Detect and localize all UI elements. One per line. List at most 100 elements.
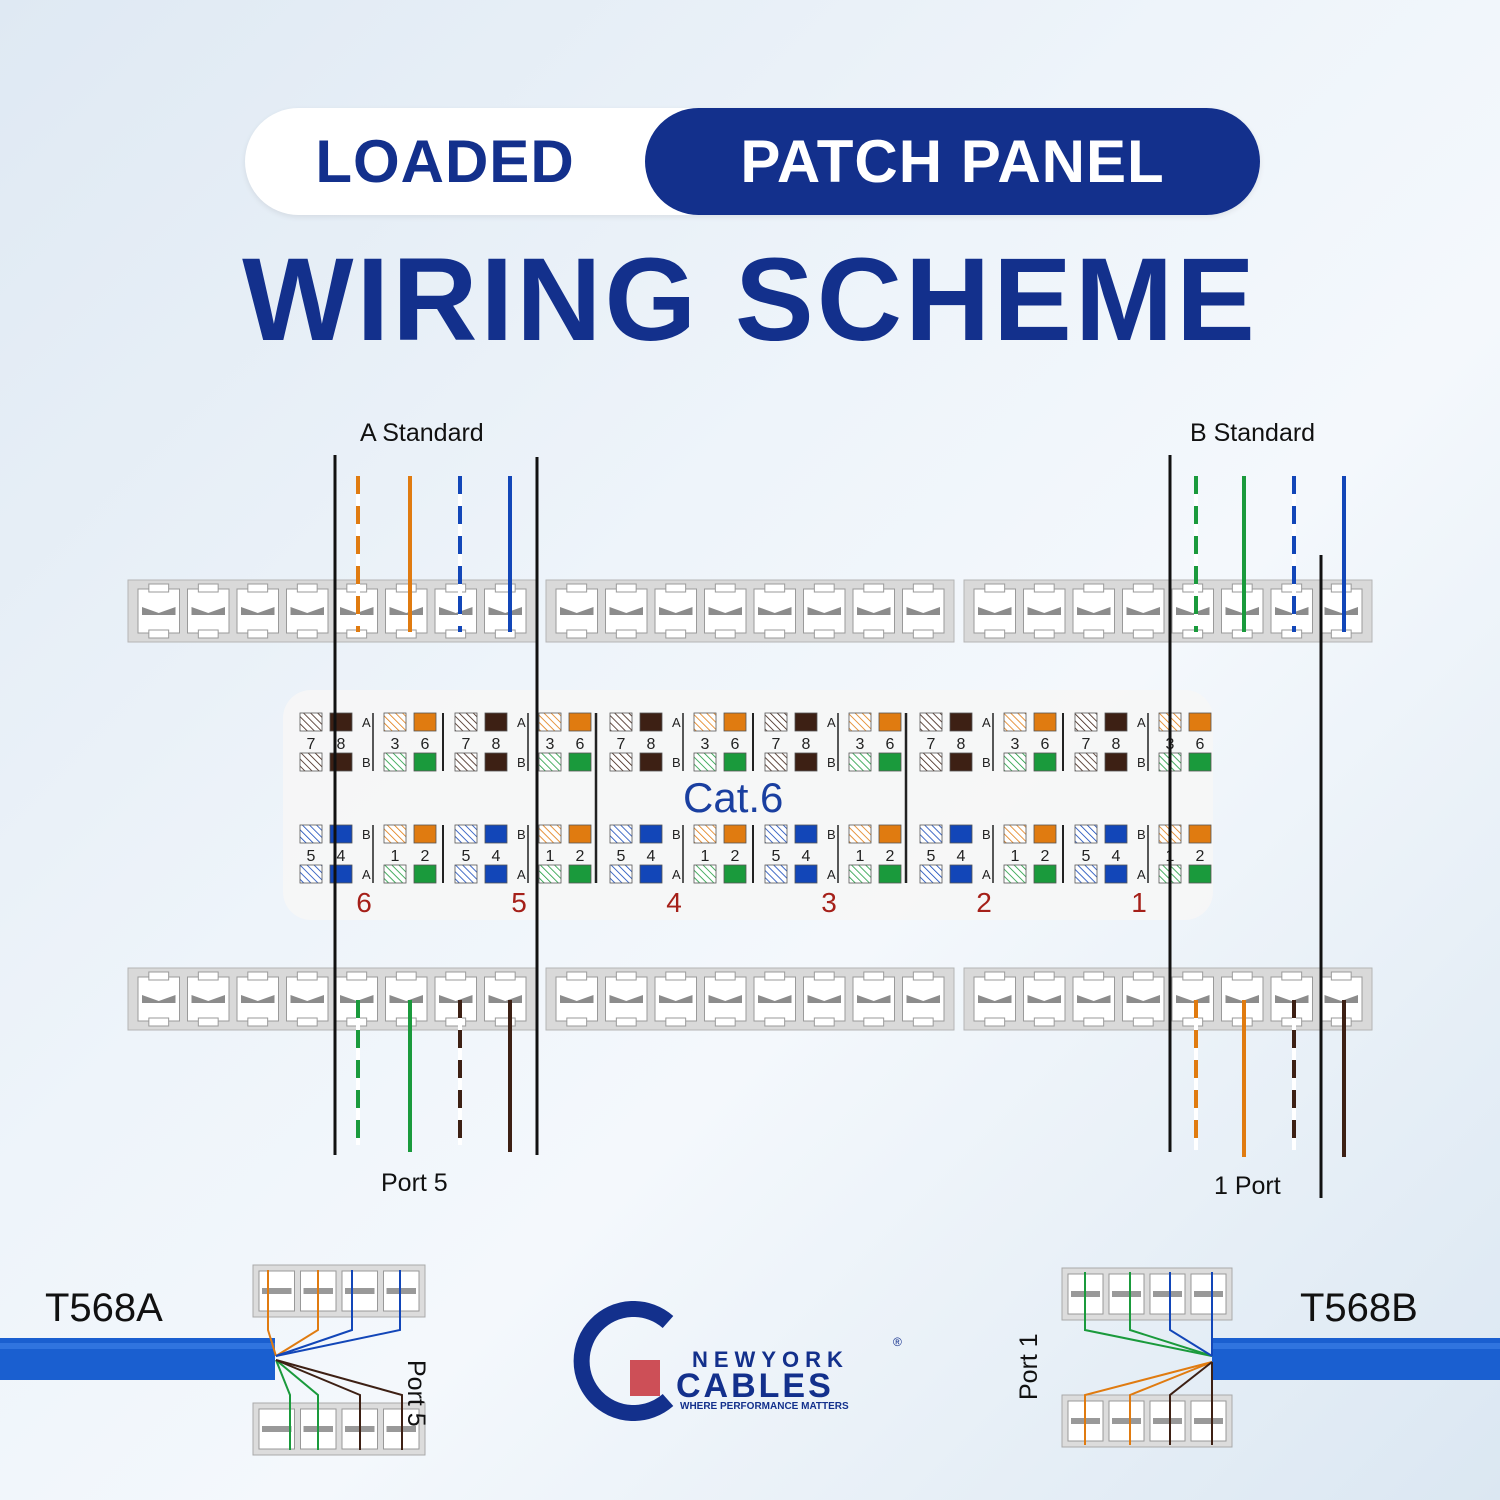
pin-number: 3 xyxy=(856,736,865,753)
jack-tab xyxy=(912,583,934,593)
pin-swatch xyxy=(919,712,943,732)
pin-number: 3 xyxy=(391,736,400,753)
jack-contacts xyxy=(758,995,792,1003)
jack-contacts xyxy=(241,607,275,615)
pin-swatch xyxy=(1074,824,1098,844)
pin-swatch xyxy=(609,712,633,732)
row-letter: B xyxy=(982,755,991,770)
row-letter: B xyxy=(362,827,371,842)
jack-tab xyxy=(714,971,736,981)
jack-tab xyxy=(764,971,786,981)
jack-contacts xyxy=(978,995,1012,1003)
keystone-jack xyxy=(1171,583,1214,639)
pin-swatch xyxy=(1188,864,1212,884)
jack-contacts xyxy=(142,995,176,1003)
pin-number: 1 xyxy=(856,848,865,865)
mini-jack-contacts xyxy=(386,1288,416,1294)
pin-swatch xyxy=(1003,752,1027,772)
jack-tab xyxy=(1033,583,1055,593)
pin-number: 7 xyxy=(1082,736,1091,753)
pin-number: 5 xyxy=(927,848,936,865)
keystone-jack xyxy=(236,583,279,639)
wire-lines xyxy=(333,455,1346,1198)
pin-number: 7 xyxy=(307,736,316,753)
pin-number: 2 xyxy=(1041,848,1050,865)
jack-tab xyxy=(912,629,934,639)
jack-contacts xyxy=(1324,607,1358,615)
pin-number: 1 xyxy=(391,848,400,865)
keystone-jack xyxy=(1270,583,1313,639)
jack-tab xyxy=(1182,971,1204,981)
pin-swatch xyxy=(919,752,943,772)
jack-contacts xyxy=(439,607,473,615)
pin-swatch xyxy=(329,752,353,772)
pin-swatch xyxy=(1003,824,1027,844)
logo-flag xyxy=(630,1360,660,1396)
pin-number: 5 xyxy=(307,848,316,865)
jack-contacts xyxy=(708,995,742,1003)
pin-swatch xyxy=(568,752,592,772)
keystone-jack xyxy=(236,971,279,1027)
keystone-jack xyxy=(973,583,1016,639)
jack-tab xyxy=(1281,1017,1303,1027)
keystone-jack xyxy=(1023,971,1066,1027)
jack-contacts xyxy=(191,995,225,1003)
jack-tab xyxy=(813,629,835,639)
pin-swatch xyxy=(609,752,633,772)
pin-swatch xyxy=(484,752,508,772)
jack-tab xyxy=(445,971,467,981)
pin-swatch xyxy=(639,824,663,844)
port-number: 6 xyxy=(356,887,372,918)
pin-swatch xyxy=(878,864,902,884)
keystone-jack xyxy=(1122,583,1165,639)
jack-tab xyxy=(665,583,687,593)
pin-number: 2 xyxy=(576,848,585,865)
mini-wire xyxy=(275,1270,353,1357)
pin-swatch xyxy=(794,712,818,732)
jack-contacts xyxy=(978,607,1012,615)
pin-swatch xyxy=(723,864,747,884)
jack-contacts xyxy=(290,995,324,1003)
jack-tab xyxy=(1182,1017,1204,1027)
keystone-jack xyxy=(753,583,796,639)
pin-number: 1 xyxy=(546,848,555,865)
row-letter: A xyxy=(1137,867,1146,882)
jack-tab xyxy=(296,1017,318,1027)
jack-tab xyxy=(1330,583,1352,593)
row-letter: A xyxy=(362,715,371,730)
jack-contacts xyxy=(758,607,792,615)
jack-tab xyxy=(197,583,219,593)
keystone-jack xyxy=(484,583,527,639)
jack-tab xyxy=(148,971,170,981)
pin-swatch xyxy=(299,864,323,884)
jack-tab xyxy=(615,1017,637,1027)
pin-swatch xyxy=(299,824,323,844)
pin-number: 3 xyxy=(701,736,710,753)
keystone-jack xyxy=(1072,971,1115,1027)
jack-tab xyxy=(1330,629,1352,639)
port-number: 1 xyxy=(1131,887,1147,918)
pin-swatch xyxy=(329,824,353,844)
pin-swatch xyxy=(1188,824,1212,844)
jack-tab xyxy=(296,583,318,593)
keystone-jack xyxy=(385,971,428,1027)
jack-tab xyxy=(764,629,786,639)
jack-contacts xyxy=(560,995,594,1003)
row-letter: B xyxy=(517,827,526,842)
pin-number: 8 xyxy=(957,736,966,753)
pin-swatch xyxy=(1188,712,1212,732)
pin-swatch xyxy=(454,712,478,732)
logo-registered: ® xyxy=(893,1335,902,1349)
mini-wire xyxy=(1169,1272,1213,1357)
pin-number: 1 xyxy=(1011,848,1020,865)
pin-swatch xyxy=(454,824,478,844)
mini-panel xyxy=(1061,1267,1233,1321)
jack-tab xyxy=(494,583,516,593)
row-letter: A xyxy=(672,715,681,730)
jack-contacts xyxy=(708,607,742,615)
pin-swatch xyxy=(639,712,663,732)
mini-wire xyxy=(275,1359,319,1450)
board-port-section: AB7836BA54121 xyxy=(1074,712,1212,918)
jack-tab xyxy=(1330,971,1352,981)
